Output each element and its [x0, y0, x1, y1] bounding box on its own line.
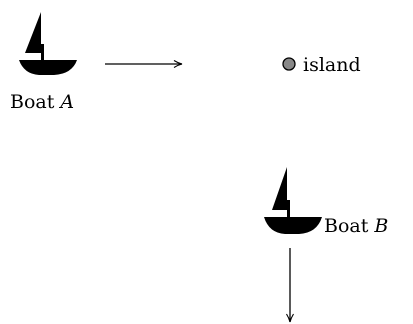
island: island [282, 54, 361, 76]
boat-a-variable: A [58, 91, 74, 113]
boat-b-label-text: Boat [324, 215, 369, 237]
boat-a-label: Boat A [10, 91, 74, 113]
boat-b-variable: B [373, 215, 388, 237]
island-label: island [303, 54, 361, 76]
sailboat-a-icon [19, 12, 77, 75]
boat-a: Boat A [10, 12, 183, 113]
island-marker [282, 57, 296, 71]
boat-b-label: Boat B [324, 215, 388, 237]
sailboat-b-icon [264, 167, 322, 234]
boat-a-label-text: Boat [10, 91, 55, 113]
boat-b: Boat B [264, 167, 388, 323]
